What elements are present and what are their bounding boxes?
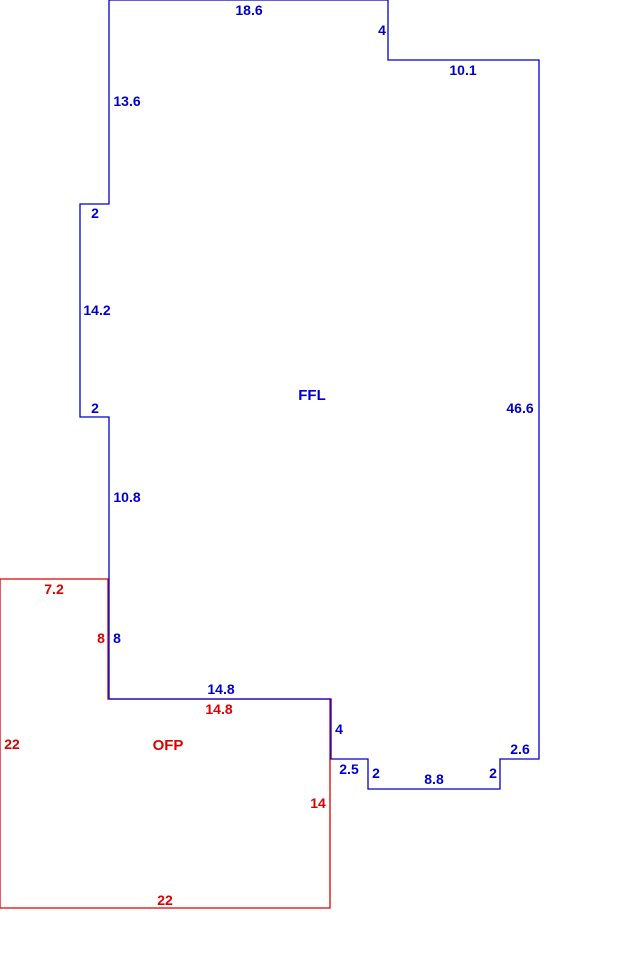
ffl-outline [79, 0, 540, 790]
ffl-edge-label: 2 [91, 205, 99, 221]
ofp-area-label: OFP [153, 737, 184, 754]
ffl-edge-label: 4 [378, 22, 386, 38]
ffl-edge-label: 14.2 [83, 302, 110, 318]
ffl-edge-label: 2 [489, 765, 497, 781]
ffl-edge-label: 4 [335, 721, 343, 737]
ffl-edge-label: 46.6 [506, 400, 533, 416]
ffl-edge-label: 10.8 [113, 489, 140, 505]
ofp-edge-label: 22 [4, 736, 20, 752]
ffl-edge-label: 2 [372, 765, 380, 781]
ofp-edge-label: 14 [310, 795, 326, 811]
ofp-edge-label: 8 [97, 630, 105, 646]
ffl-edge-label: 2.6 [510, 741, 530, 757]
ffl-edge-label: 2 [91, 400, 99, 416]
ofp-edge-label: 22 [157, 892, 173, 908]
ffl-edge-label: 2.5 [339, 761, 359, 777]
ffl-edge-label: 18.6 [235, 2, 262, 18]
ffl-edge-label: 14.8 [207, 681, 234, 697]
ffl-edge-label: 8 [113, 630, 121, 646]
ffl-area-label: FFL [298, 387, 326, 404]
ofp-edge-label: 7.2 [44, 581, 64, 597]
ffl-edge-label: 13.6 [113, 93, 140, 109]
ffl-edge-label: 8.8 [424, 771, 444, 787]
ofp-edge-label: 14.8 [205, 701, 232, 717]
ffl-edge-label: 10.1 [449, 62, 476, 78]
